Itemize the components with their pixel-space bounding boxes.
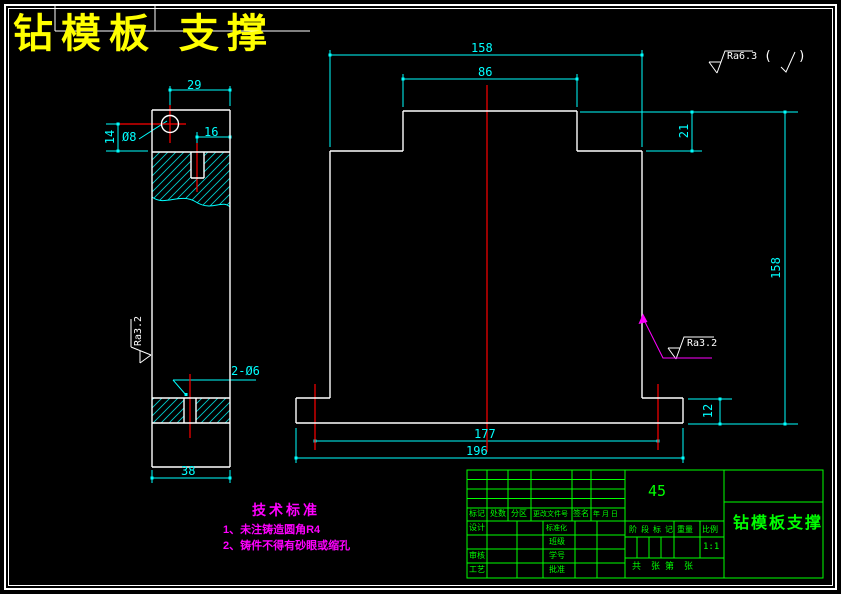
- tb-weight-label: 重量: [677, 525, 693, 534]
- dim-front-flange-height: 12: [701, 403, 715, 419]
- tb-sheet-text: 共 张 第 张: [632, 561, 694, 571]
- dim-side-hole-offset: 16: [204, 125, 219, 139]
- roughness-left-label: Ra3.2: [133, 315, 144, 347]
- drawing-title: 钻模板 支撑: [13, 11, 275, 57]
- dim-front-height: 158: [769, 257, 783, 279]
- title-block-grid: [466, 469, 824, 579]
- tb-material: 45: [648, 482, 667, 500]
- tb-row-process: 工艺: [469, 565, 485, 574]
- tb-row-check: 审核: [469, 551, 485, 560]
- tech-notes-line2: 2、铸件不得有砂眼或缩孔: [223, 540, 351, 552]
- tech-notes-heading: 技术标准: [252, 502, 320, 518]
- tb-row-design: 设计: [469, 523, 485, 532]
- roughness-right-icon: [667, 336, 714, 360]
- roughness-general-label: Ra6.3: [727, 51, 758, 62]
- roughness-symbols: [130, 50, 796, 364]
- dim-side-width-bottom: 38: [181, 464, 196, 478]
- dim-side-bottom-holes: 2-Ø6: [231, 364, 260, 378]
- tb-part-name: 钻模板支撑: [733, 515, 824, 532]
- part-outlines: [4, 4, 837, 590]
- roughness-basic-icon: [780, 51, 796, 73]
- dim-front-flange-width: 196: [466, 444, 488, 458]
- section-hatching: [152, 152, 230, 423]
- tb-header-date: 年 月 日: [593, 511, 618, 518]
- tb-header-mark: 标记: [469, 509, 485, 518]
- roughness-paren-open: (: [764, 49, 772, 64]
- leader-line: [638, 313, 712, 359]
- tb-stage-label: 阶段标记: [629, 525, 677, 534]
- dim-front-width: 158: [471, 41, 493, 55]
- tb-row-studentno: 学号: [549, 551, 565, 560]
- dim-front-step-depth: 21: [677, 123, 691, 139]
- dim-front-boss-width: 86: [478, 65, 493, 79]
- tb-header-zone: 分区: [511, 509, 527, 518]
- tb-row-class: 班级: [549, 537, 565, 546]
- dim-side-width-top: 29: [187, 78, 202, 92]
- tb-header-count: 处数: [490, 509, 506, 518]
- tb-scale-value: 1:1: [703, 542, 720, 552]
- dim-side-hole-height: 14: [103, 129, 117, 145]
- tb-header-sign: 签名: [573, 509, 589, 518]
- dim-side-hole-dia: Ø8: [122, 130, 137, 144]
- tb-scale-label: 比例: [702, 525, 718, 534]
- roughness-paren-close: ): [798, 49, 806, 64]
- tb-row-approve: 批准: [549, 565, 565, 574]
- dim-front-hole-spacing: 177: [474, 427, 496, 441]
- roughness-left-icon: [130, 319, 152, 364]
- tech-notes-line1: 1、未注铸造圆角R4: [223, 524, 321, 536]
- roughness-right-label: Ra3.2: [687, 338, 718, 349]
- tb-row-standard: 标准化: [546, 525, 567, 532]
- roughness-general-icon: [708, 50, 753, 74]
- tb-header-docno: 更改文件号: [533, 511, 568, 518]
- centerlines: [120, 85, 659, 452]
